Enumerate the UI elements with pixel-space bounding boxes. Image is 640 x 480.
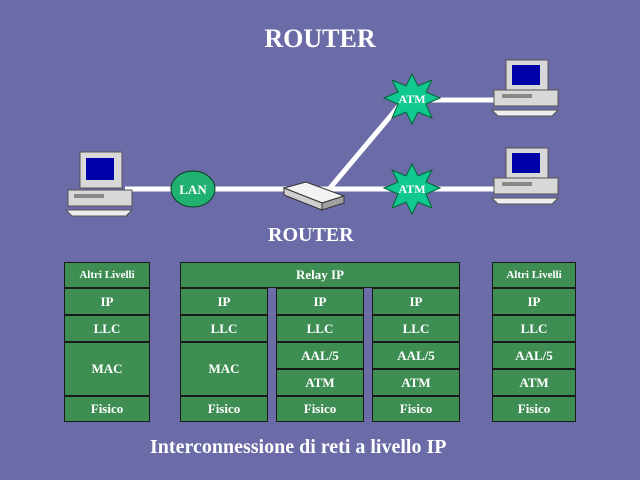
lan-label: LAN [179,182,207,197]
left-stack-mac: MAC [64,342,150,396]
atm-upper-label: ATM [398,92,425,106]
router-col1-llc: LLC [180,315,268,342]
left-stack-fisico: Fisico [64,396,150,422]
right-stack-llc: LLC [492,315,576,342]
router-device-icon [282,181,346,211]
atm-lower-star-icon [382,162,442,216]
right-lower-computer-icon [490,147,560,205]
router-col3-aal5: AAL/5 [372,342,460,369]
router-col3-fisico: Fisico [372,396,460,422]
lan-cloud-icon [170,170,216,208]
right-stack-ip: IP [492,288,576,315]
right-stack-aal5: AAL/5 [492,342,576,369]
slide-caption: Interconnessione di reti a livello IP [150,436,447,458]
router-col2-ip: IP [276,288,364,315]
atm-lower-label: ATM [398,182,425,196]
right-stack-altri-livelli: Altri Livelli [492,262,576,288]
router-col1-mac: MAC [180,342,268,396]
atm-upper-link [328,98,406,190]
router-col3-llc: LLC [372,315,460,342]
router-col2-atm: ATM [276,369,364,396]
right-upper-computer-icon [490,59,560,117]
router-col3-atm: ATM [372,369,460,396]
router-col2-llc: LLC [276,315,364,342]
network-diagram: LAN ATM ATM [64,59,560,217]
slide-title: ROUTER [264,24,376,53]
right-stack-atm: ATM [492,369,576,396]
router-col1-fisico: Fisico [180,396,268,422]
router-col3-ip: IP [372,288,460,315]
left-computer-icon [64,151,134,217]
router-col2-fisico: Fisico [276,396,364,422]
atm-upper-star-icon [382,72,442,126]
left-stack-llc: LLC [64,315,150,342]
router-col1-ip: IP [180,288,268,315]
router-relay-ip: Relay IP [180,262,460,288]
left-stack-ip: IP [64,288,150,315]
router-label: ROUTER [268,224,354,246]
router-col2-aal5: AAL/5 [276,342,364,369]
left-stack-altri-livelli: Altri Livelli [64,262,150,288]
right-stack-fisico: Fisico [492,396,576,422]
